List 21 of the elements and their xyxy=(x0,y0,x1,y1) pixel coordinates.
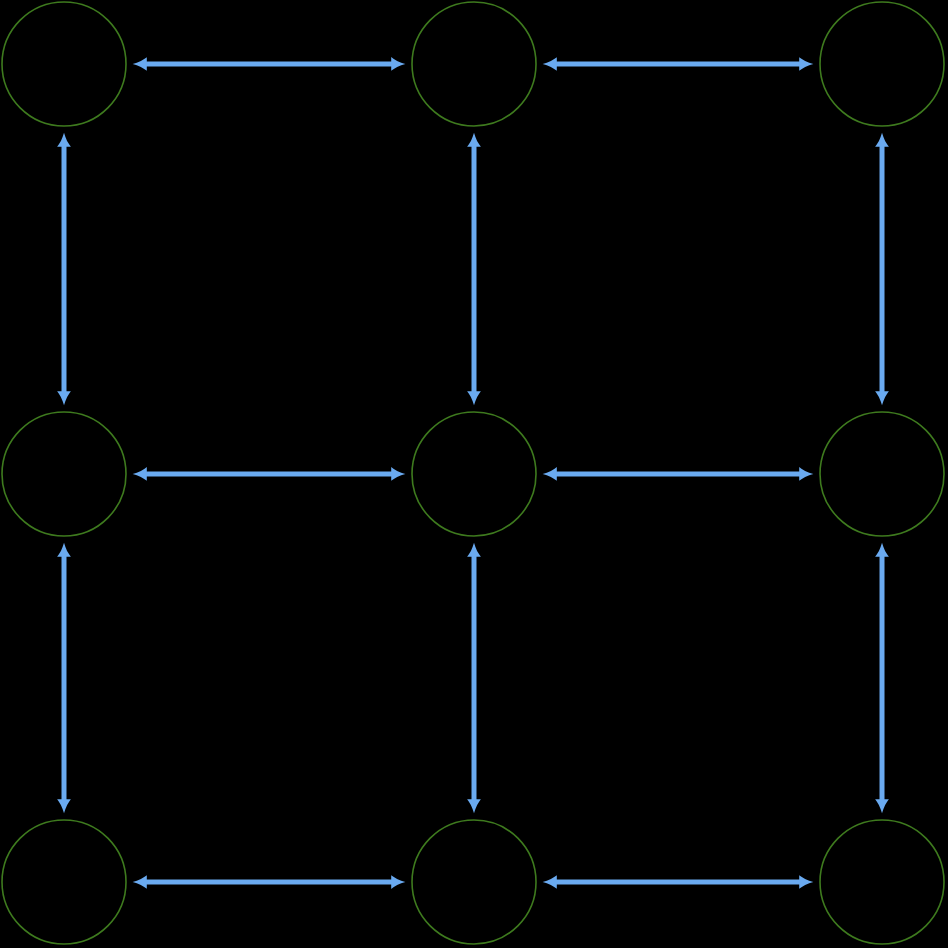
double-arrow xyxy=(545,876,811,888)
circle-node xyxy=(411,1,537,127)
double-arrow xyxy=(135,876,403,888)
double-arrow xyxy=(58,135,70,403)
circle-node xyxy=(819,1,945,127)
circle-node xyxy=(1,1,127,127)
double-arrow xyxy=(468,545,480,811)
circle-node xyxy=(1,819,127,945)
double-arrow xyxy=(545,468,811,480)
double-arrow xyxy=(135,468,403,480)
circle-node xyxy=(411,411,537,537)
double-arrow xyxy=(876,545,888,811)
circle-node xyxy=(819,411,945,537)
double-arrow xyxy=(135,58,403,70)
double-arrow xyxy=(545,58,811,70)
circle-node xyxy=(819,819,945,945)
double-arrow xyxy=(58,545,70,811)
double-arrow xyxy=(876,135,888,403)
circle-node xyxy=(1,411,127,537)
double-arrow xyxy=(468,135,480,403)
circle-node xyxy=(411,819,537,945)
